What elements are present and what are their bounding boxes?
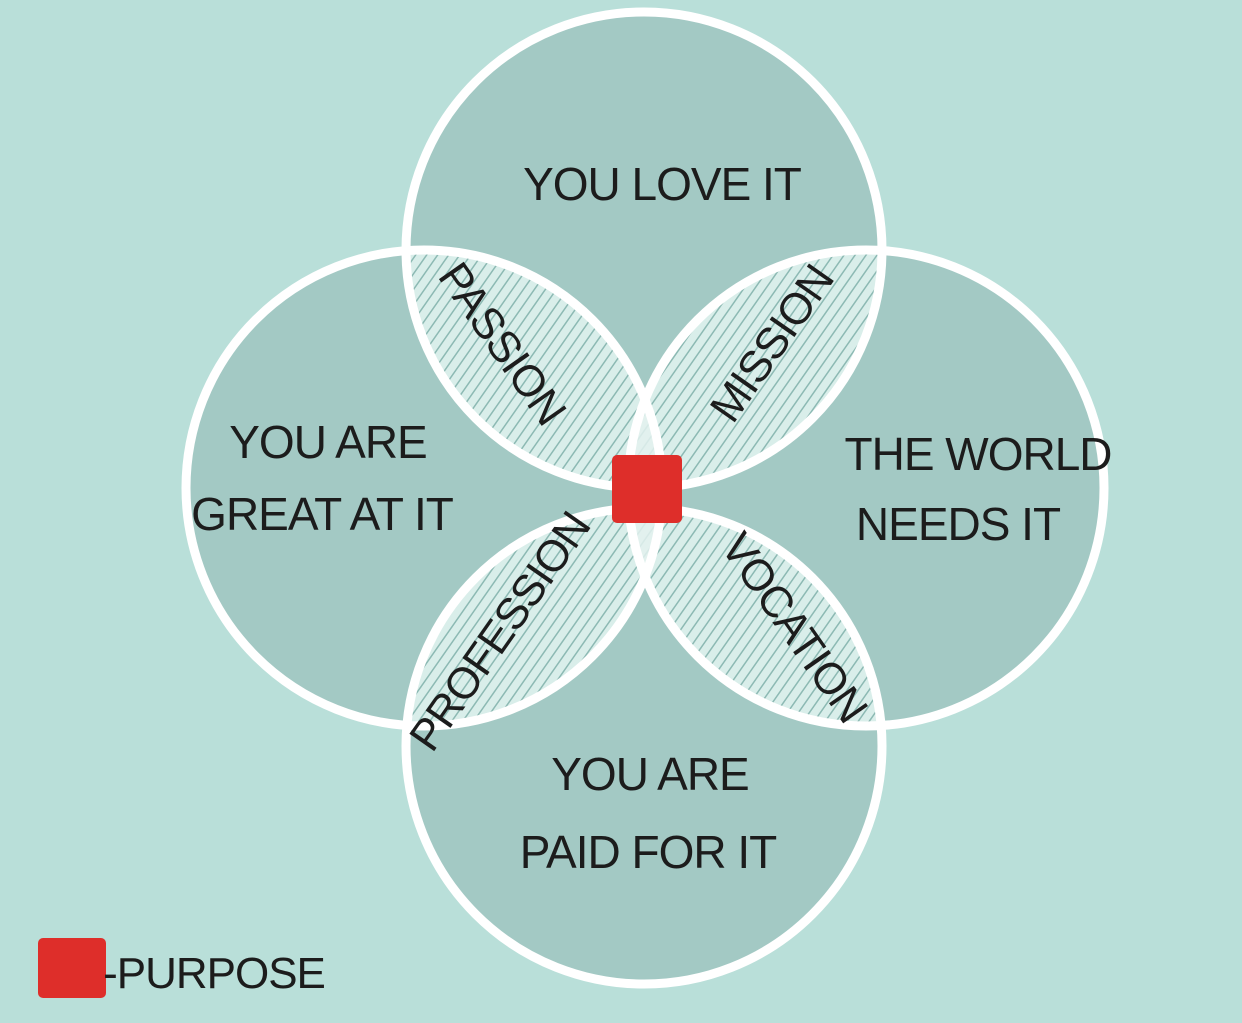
region-vocation <box>628 508 882 726</box>
legend-purpose-swatch <box>38 938 106 998</box>
region-profession <box>406 508 662 726</box>
purpose-marker <box>612 455 682 523</box>
label-great-at-it-line1: YOU ARE <box>229 416 427 468</box>
region-passion <box>406 250 662 488</box>
legend-purpose-label: -PURPOSE <box>103 949 325 998</box>
label-paid-for-it-line1: YOU ARE <box>551 748 749 800</box>
label-paid-for-it-line2: PAID FOR IT <box>520 826 777 878</box>
label-you-love-it: YOU LOVE IT <box>523 158 802 210</box>
region-mission <box>628 250 882 488</box>
label-great-at-it-line2: GREAT AT IT <box>191 488 454 540</box>
label-world-needs-it-line2: NEEDS IT <box>856 498 1061 550</box>
label-world-needs-it-line1: THE WORLD <box>845 428 1112 480</box>
legend: -PURPOSE <box>38 938 326 998</box>
